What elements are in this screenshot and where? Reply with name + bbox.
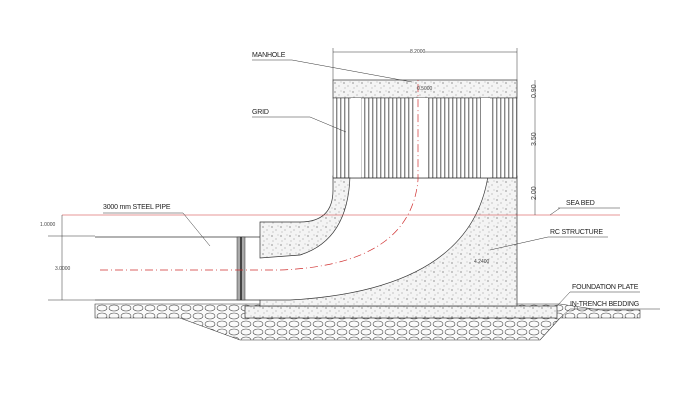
grid-height-dimension: 3.50 (531, 132, 538, 146)
wall-above-seabed-dimension: 2.00 (531, 186, 538, 200)
width-dimension: 8.2000 (410, 49, 426, 55)
rc-structure (259, 175, 351, 259)
pipe-centerline (100, 80, 419, 271)
foundation-plate (244, 305, 558, 319)
rc-structure-label: RC STRUCTURE (550, 229, 603, 236)
manhole-opening-dimension: 0.5000 (417, 86, 433, 92)
manhole-label: MANHOLE (252, 52, 286, 59)
wall-dimension: 4.2400 (474, 259, 490, 265)
sea-bed-label: SEA BED (566, 200, 595, 207)
foundation-plate-label: FOUNDATION PLATE (572, 284, 639, 291)
steel-pipe-label: 3000 mm STEEL PIPE (103, 204, 171, 211)
grid-label: GRID (252, 109, 269, 116)
cover-dimension: 1.0000 (40, 222, 56, 228)
in-trench-bedding-label: IN-TRENCH BEDDING (570, 301, 639, 308)
slab-dimension: 0.90 (531, 84, 538, 98)
pipe-diameter-dimension: 3.0000 (55, 266, 71, 272)
